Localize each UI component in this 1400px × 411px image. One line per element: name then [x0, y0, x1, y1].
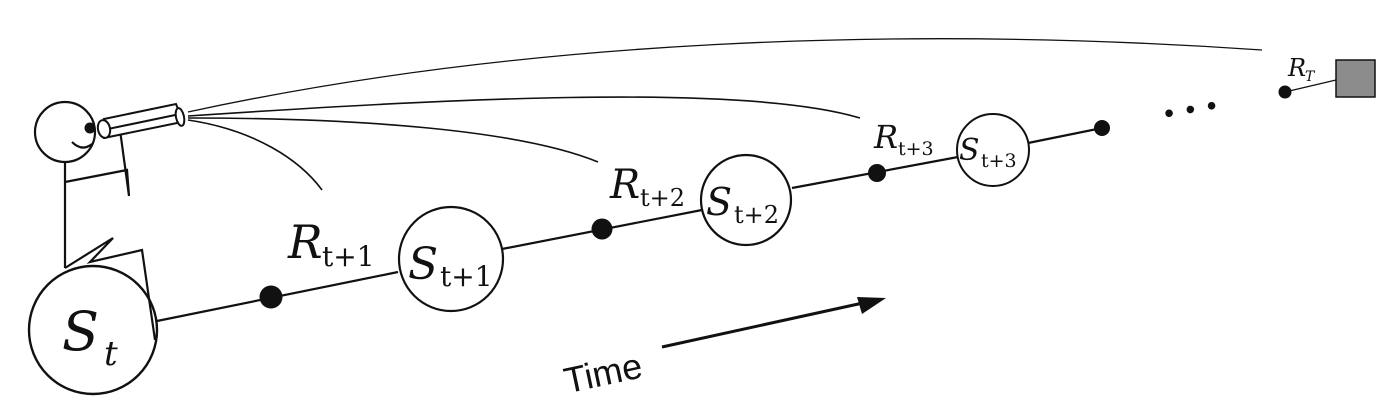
- reward-dot-rT: [1278, 85, 1292, 99]
- svg-text:R: R: [873, 118, 898, 156]
- ellipsis-dots: • • •: [1162, 89, 1222, 129]
- lookahead-curve-r2: [187, 117, 599, 163]
- reward-dot-r3: [868, 164, 886, 182]
- state-label-sub: t: [104, 334, 118, 374]
- reward-dot-r2: [591, 218, 613, 240]
- reward-label-r1: R t+1: [287, 215, 375, 273]
- state-label-main: S: [706, 180, 732, 224]
- svg-text:R: R: [609, 162, 640, 208]
- reward-label-r3: R t+3: [873, 118, 934, 160]
- state-label-sub: t+3: [981, 150, 1017, 172]
- reward-dot-r1: [259, 285, 283, 309]
- stick-figure-icon: [33, 100, 157, 341]
- state-label-main: S: [62, 300, 99, 363]
- lookahead-curve-r3: [187, 96, 861, 119]
- terminal-state-icon: [1335, 59, 1376, 98]
- svg-text:R: R: [287, 215, 323, 269]
- state-label-main: S: [959, 133, 980, 168]
- state-node-s-t1: S t+1: [397, 205, 505, 313]
- binoculars-icon: [96, 102, 186, 140]
- lookahead-curve-rT: [187, 38, 1263, 113]
- lookahead-curve-r1: [187, 119, 323, 191]
- state-label-sub: t+2: [734, 201, 779, 229]
- svg-text:t+1: t+1: [322, 240, 375, 273]
- state-label-main: S: [408, 239, 438, 290]
- reward-label-rT: R T: [1287, 54, 1316, 85]
- time-label: Time: [560, 345, 645, 401]
- reward-dot-r4: [1094, 120, 1110, 136]
- state-node-s-t3: S t+3: [956, 113, 1030, 187]
- state-node-s-t2: S t+2: [699, 153, 793, 247]
- reward-label-r2: R t+2: [609, 162, 685, 212]
- lookahead-curves: [187, 38, 1263, 191]
- time-arrow-icon: [661, 297, 886, 349]
- state-label-sub: t+1: [440, 260, 493, 293]
- svg-text:t+3: t+3: [898, 138, 934, 160]
- svg-text:R: R: [1287, 54, 1306, 82]
- state-node-s-t: S t: [27, 264, 159, 396]
- svg-text:t+2: t+2: [640, 184, 685, 212]
- svg-text:T: T: [1305, 69, 1316, 85]
